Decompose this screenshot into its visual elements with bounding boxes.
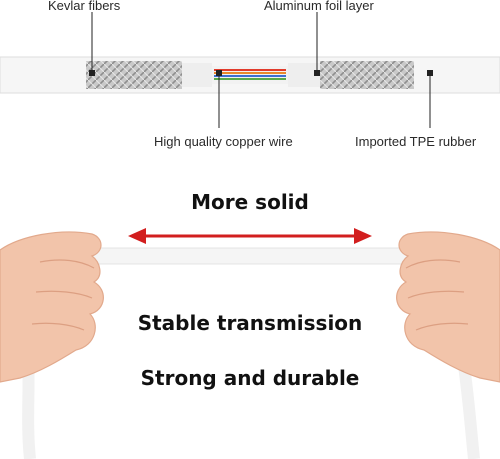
cable-cross-section: [0, 12, 500, 128]
braid-right: [320, 61, 414, 89]
more-solid-heading: More solid: [191, 190, 309, 214]
strong-durable-heading: Strong and durable: [140, 366, 360, 390]
braid-left: [86, 61, 182, 89]
tpe-rubber-label: Imported TPE rubber: [355, 134, 477, 149]
right-hand-icon: [396, 231, 500, 383]
kevlar-fibers-label: Kevlar fibers: [48, 0, 121, 13]
stretched-cable: [59, 247, 441, 265]
copper-wire-label: High quality copper wire: [154, 134, 293, 149]
double-arrow-icon: [128, 228, 372, 244]
aluminum-foil-label: Aluminum foil layer: [264, 0, 374, 13]
stable-transmission-heading: Stable transmission: [137, 311, 363, 335]
left-hand-icon: [0, 231, 104, 383]
